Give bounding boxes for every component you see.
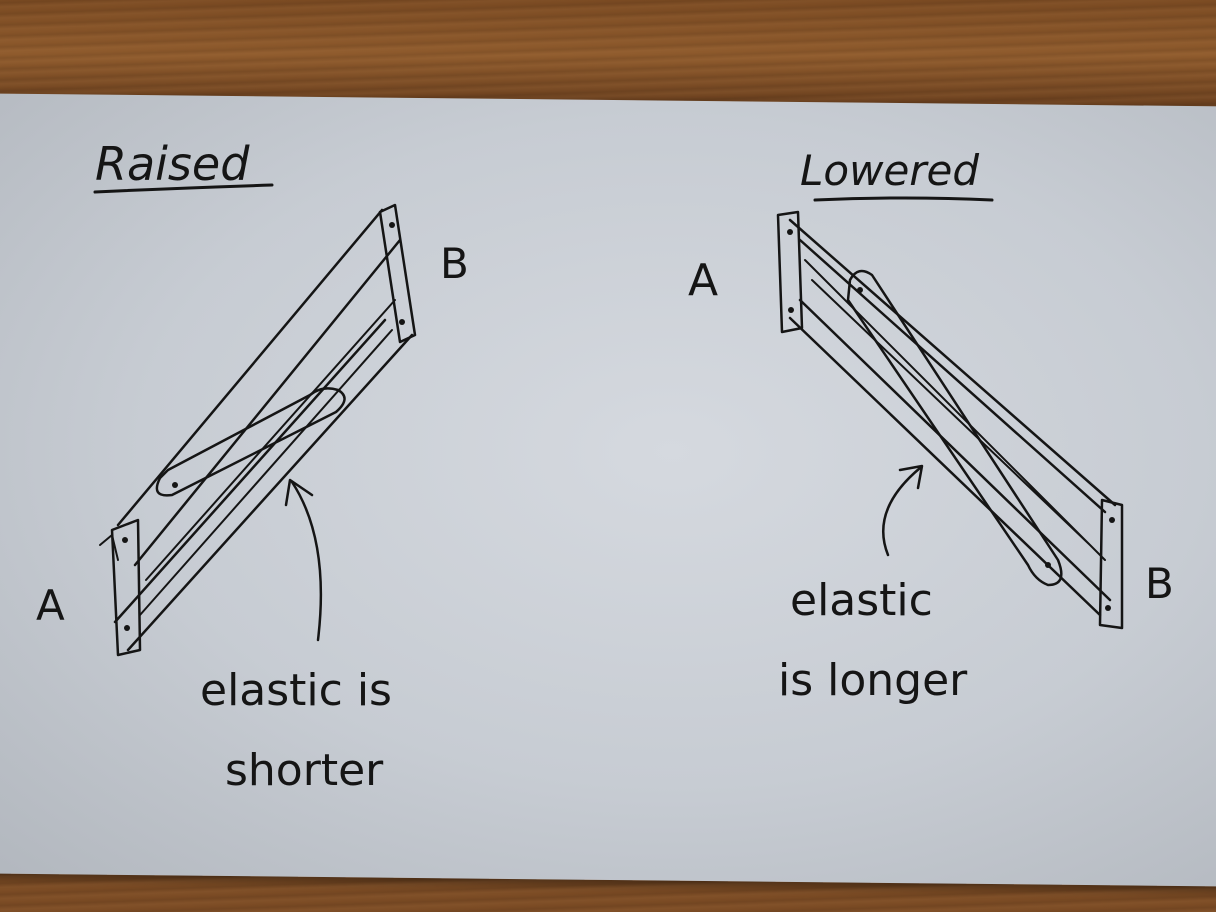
raised-pivot-a-top [122,537,128,543]
lowered-label-b: B [1145,559,1174,608]
lowered-elastic-band [846,269,1063,587]
raised-label-b: B [440,239,469,288]
raised-link-a-tab [99,534,119,561]
raised-caption-line1: elastic is [200,665,392,716]
lowered-link-a [776,210,804,334]
lowered-pivot-b-top [1109,517,1115,523]
lowered-bar-upper [788,218,1117,514]
raised-diagram: Raised B A elastic is shorter [36,137,469,796]
lowered-elastic-pivot-bottom [1045,562,1051,568]
raised-label-a: A [36,581,65,630]
raised-bar-inner [139,299,396,616]
lowered-caption-line1: elastic [790,575,933,626]
lowered-arrow-shaft [881,466,922,557]
lowered-link-b [1098,498,1124,630]
lowered-title: Lowered [800,146,979,195]
lowered-pivot-a-bottom [788,307,794,313]
raised-pivot-b-bottom [399,319,405,325]
lowered-pivot-b-bottom [1105,605,1111,611]
lowered-diagram: Lowered A B elastic is longer [688,146,1174,706]
lowered-label-a: A [688,255,718,306]
lowered-pivot-a-top [787,229,793,235]
raised-link-b [378,203,417,344]
raised-arrow-head [284,478,314,507]
lowered-title-underline [813,196,994,202]
raised-bar-lower [113,318,414,652]
raised-arrow-shaft [290,480,323,642]
raised-pivot-b-top [389,222,395,228]
raised-pivot-a-bottom [124,625,130,631]
raised-caption-line2: shorter [225,745,384,796]
raised-title-underline [93,183,274,194]
raised-elastic-pivot [172,482,178,488]
raised-elastic-band [155,387,346,497]
lowered-caption-line2: is longer [778,655,968,706]
raised-link-a [110,518,142,657]
raised-bar-upper [116,208,402,567]
lowered-elastic-pivot-top [857,287,863,293]
raised-title: Raised [95,137,250,191]
lowered-arrow-head [898,464,924,490]
